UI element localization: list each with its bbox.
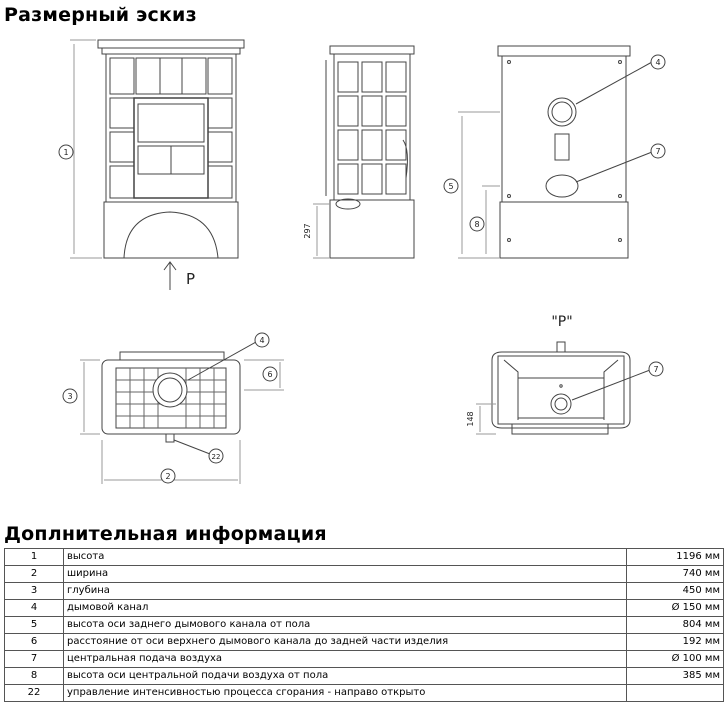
view-arrow-label: P [186, 270, 195, 288]
front-view [58, 39, 245, 290]
row-value: 192 мм [626, 633, 724, 651]
row-value: 385 мм [626, 667, 724, 685]
row-num: 3 [4, 582, 64, 600]
row-num: 5 [4, 616, 64, 634]
callout-label-7: 7 [655, 147, 660, 156]
row-num: 4 [4, 599, 64, 617]
callout-2 [160, 468, 176, 484]
callout-7b [648, 361, 664, 377]
row-label: расстояние от оси верхнего дымового кана… [63, 633, 627, 651]
view-p [476, 341, 664, 435]
sketch-heading: Размерный эскиз [4, 4, 197, 26]
callout-8 [469, 216, 485, 232]
row-label: высота оси заднего дымового канала от по… [63, 616, 627, 634]
rear-view [443, 45, 666, 259]
callout-label-2: 2 [165, 472, 170, 481]
row-num: 22 [4, 684, 64, 702]
row-num: 1 [4, 548, 64, 566]
callout-label-1: 1 [63, 148, 68, 157]
row-num: 2 [4, 565, 64, 583]
row-label: глубина [63, 582, 627, 600]
row-label: дымовой канал [63, 599, 627, 617]
callout-7 [650, 143, 666, 159]
row-value [626, 684, 724, 702]
callout-1 [58, 144, 74, 160]
row-value: 450 мм [626, 582, 724, 600]
row-num: 7 [4, 650, 64, 668]
row-label: центральная подача воздуха [63, 650, 627, 668]
callout-4 [650, 54, 666, 70]
callout-4b [254, 332, 270, 348]
callout-label-4b: 4 [259, 336, 264, 345]
callout-3 [62, 388, 78, 404]
dim-148-label: 148 [466, 411, 475, 426]
callout-22 [208, 448, 224, 464]
row-value: Ø 150 мм [626, 599, 724, 617]
top-view [62, 332, 284, 484]
callout-5 [443, 178, 459, 194]
callout-label-3: 3 [67, 392, 72, 401]
row-num: 8 [4, 667, 64, 685]
row-value: 804 мм [626, 616, 724, 634]
dim-297-label: 297 [303, 223, 312, 238]
callout-label-7b: 7 [653, 365, 658, 374]
side-view [313, 45, 415, 259]
row-label: высота [63, 548, 627, 566]
technical-drawings: 1 2 3 4 4 5 6 7 7 8 22 P "P" 297 148 [58, 39, 666, 484]
row-label: управление интенсивностью процесса сгора… [63, 684, 627, 702]
callout-label-22: 22 [212, 453, 221, 461]
row-value: 740 мм [626, 565, 724, 583]
info-heading: Доплнительная информация [4, 523, 327, 545]
row-value: Ø 100 мм [626, 650, 724, 668]
row-label: ширина [63, 565, 627, 583]
callout-6 [262, 366, 278, 382]
callout-label-8: 8 [474, 220, 479, 229]
row-num: 6 [4, 633, 64, 651]
callout-label-4: 4 [655, 58, 660, 67]
view-p-title: "P" [551, 314, 572, 330]
callout-label-5: 5 [448, 182, 453, 191]
row-label: высота оси центральной подачи воздуха от… [63, 667, 627, 685]
callout-label-6: 6 [267, 370, 272, 379]
row-value: 1196 мм [626, 548, 724, 566]
